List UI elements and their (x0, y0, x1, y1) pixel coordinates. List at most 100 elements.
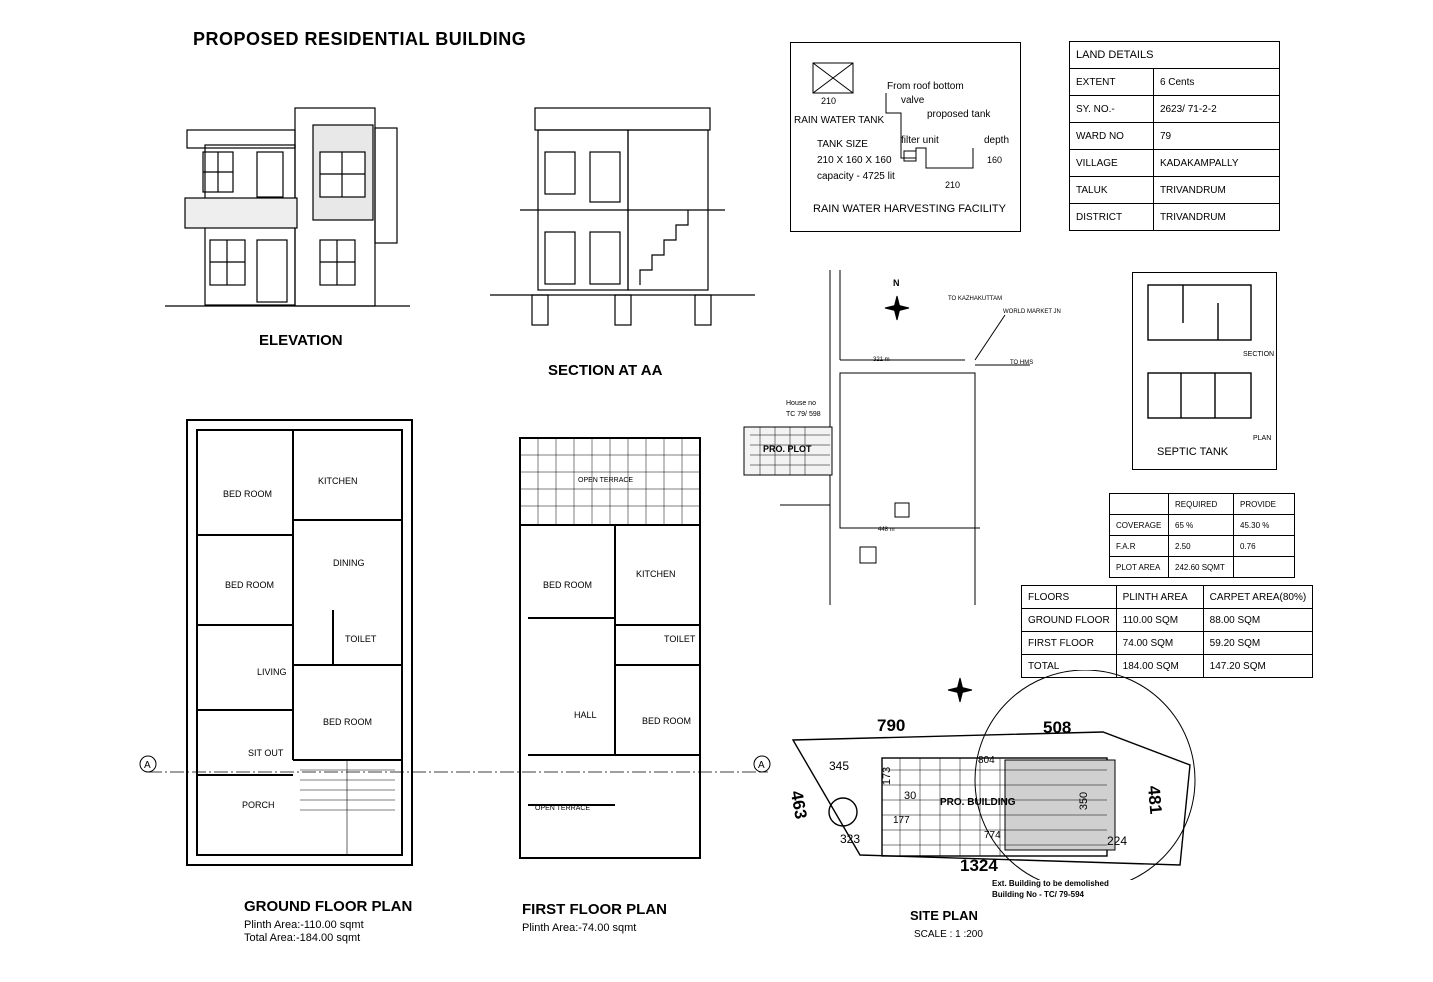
coverage-cell: 2.50 (1168, 535, 1234, 557)
ff-hall: HALL (574, 710, 597, 720)
coverage-header (1109, 493, 1169, 515)
coverage-cell: 0.76 (1233, 535, 1295, 557)
ext-building-note: Ext. Building to be demolished (992, 879, 1109, 888)
rainwater-panel: 210 RAIN WATER TANK TANK SIZE 210 X 160 … (790, 42, 1021, 232)
land-key: WARD NO (1069, 122, 1154, 150)
area-cell: 184.00 SQM (1115, 654, 1204, 678)
gf-sitout: SIT OUT (248, 748, 284, 758)
rw-tank-label: RAIN WATER TANK (794, 115, 885, 126)
terrace-grid (520, 438, 700, 525)
svg-text:A: A (144, 760, 151, 771)
site-plan-label: SITE PLAN (910, 908, 978, 923)
land-key: EXTENT (1069, 68, 1154, 96)
ff-bedroom-2: BED ROOM (642, 716, 692, 726)
first-floor-label: FIRST FLOOR PLAN (522, 901, 667, 918)
ground-floor-drawing (186, 419, 413, 866)
land-val: TRIVANDRUM (1152, 176, 1281, 204)
area-cell: 74.00 SQM (1115, 631, 1204, 655)
coverage-cell: PLOT AREA (1109, 556, 1169, 578)
rw-facility: RAIN WATER HARVESTING FACILITY (813, 203, 1006, 215)
site-dim-224: 224 (1107, 834, 1128, 848)
svg-text:A: A (758, 760, 765, 771)
area-cell: 147.20 SQM (1202, 654, 1314, 678)
pro-plot-label: PRO. PLOT (763, 444, 812, 454)
land-val: 6 Cents (1152, 68, 1281, 96)
page-title: PROPOSED RESIDENTIAL BUILDING (193, 29, 527, 49)
area-cell: 88.00 SQM (1202, 608, 1314, 632)
site-dim-804: 804 (978, 755, 995, 766)
land-key: VILLAGE (1069, 149, 1154, 177)
land-key: DISTRICT (1069, 203, 1154, 231)
distance-321: 321 m (873, 357, 890, 363)
land-val: TRIVANDRUM (1152, 203, 1281, 231)
ext-building-no: Building No - TC/ 79-594 (992, 890, 1085, 899)
rw-proposed-tank: proposed tank (927, 109, 991, 120)
rw-tank-size: TANK SIZE (817, 139, 868, 150)
ff-bedroom-1: BED ROOM (543, 580, 593, 590)
ground-plinth: Plinth Area:-110.00 sqmt (244, 919, 364, 931)
to-kazhakuttam-label: TO KAZHAKUTTAM (948, 296, 1003, 302)
world-market-label: WORLD MARKET JN (1003, 309, 1061, 315)
land-val: KADAKAMPALLY (1152, 149, 1281, 177)
site-dim-323: 323 (840, 832, 861, 846)
gf-bedroom-1: BED ROOM (223, 489, 273, 499)
elevation-drawing (165, 107, 410, 307)
to-road-label: TO HMS (1010, 360, 1034, 366)
area-cell: 59.20 SQM (1202, 631, 1314, 655)
gf-bedroom-3: BED ROOM (323, 717, 373, 727)
rw-valve: valve (901, 95, 925, 106)
gf-living: LIVING (257, 667, 287, 677)
scale-label: SCALE : 1 :200 (914, 929, 983, 940)
gf-kitchen: KITCHEN (318, 476, 358, 486)
location-plan (743, 270, 1030, 605)
rw-capacity: capacity - 4725 lit (817, 171, 895, 182)
area-header: CARPET AREA(80%) (1202, 585, 1314, 609)
site-dim-177: 177 (893, 815, 910, 826)
area-cell: TOTAL (1021, 654, 1117, 678)
rw-filter: filter unit (901, 135, 939, 146)
site-dim-350: 350 (1078, 791, 1091, 811)
section-label: SECTION AT AA (548, 362, 663, 379)
site-dim-774: 774 (984, 830, 1001, 841)
rw-dim-210b: 210 (945, 180, 961, 190)
gf-bedroom-2: BED ROOM (225, 580, 275, 590)
septic-plan-label: PLAN (1253, 435, 1272, 442)
site-dim-30: 30 (904, 790, 917, 802)
ff-kitchen: KITCHEN (636, 569, 676, 579)
area-cell: FIRST FLOOR (1021, 631, 1117, 655)
site-dim-right: 481 (1143, 784, 1166, 815)
septic-label: SEPTIC TANK (1157, 446, 1229, 458)
land-val: 2623/ 71-2-2 (1152, 95, 1281, 123)
section-drawing (490, 107, 755, 326)
distance-448: 448 m (878, 527, 895, 533)
house-no-label: TC 79/ 598 (786, 411, 821, 418)
gf-porch: PORCH (242, 800, 275, 810)
ff-open-terrace: OPEN TERRACE (578, 477, 634, 484)
coverage-cell: 65 % (1168, 514, 1234, 536)
land-val: 79 (1152, 122, 1281, 150)
site-plan-drawing (791, 670, 1196, 880)
land-details-header: LAND DETAILS (1069, 41, 1280, 69)
site-dim-345: 345 (829, 759, 850, 773)
area-cell: 110.00 SQM (1115, 608, 1204, 632)
rw-from-roof: From roof bottom (887, 81, 964, 92)
land-key: SY. NO.- (1069, 95, 1154, 123)
pro-building-label: PRO. BUILDING (940, 797, 1016, 808)
first-floor-drawing (519, 437, 701, 859)
ground-floor-label: GROUND FLOOR PLAN (244, 898, 413, 915)
rw-dims: 210 X 160 X 160 (817, 155, 892, 166)
first-plinth: Plinth Area:-74.00 sqmt (522, 922, 637, 934)
elevation-label: ELEVATION (259, 332, 343, 349)
area-cell: GROUND FLOOR (1021, 608, 1117, 632)
area-header: PLINTH AREA (1115, 585, 1204, 609)
coverage-header: PROVIDE (1233, 493, 1295, 515)
ground-total: Total Area:-184.00 sqmt (244, 932, 361, 944)
septic-panel: SECTION PLAN SEPTIC TANK (1132, 272, 1277, 470)
septic-section-label: SECTION (1243, 351, 1275, 358)
coverage-header: REQUIRED (1168, 493, 1234, 515)
rw-depth: depth (984, 135, 1010, 146)
site-dim-top: 790 (877, 716, 906, 735)
site-dim-bottom: 1324 (960, 856, 998, 875)
